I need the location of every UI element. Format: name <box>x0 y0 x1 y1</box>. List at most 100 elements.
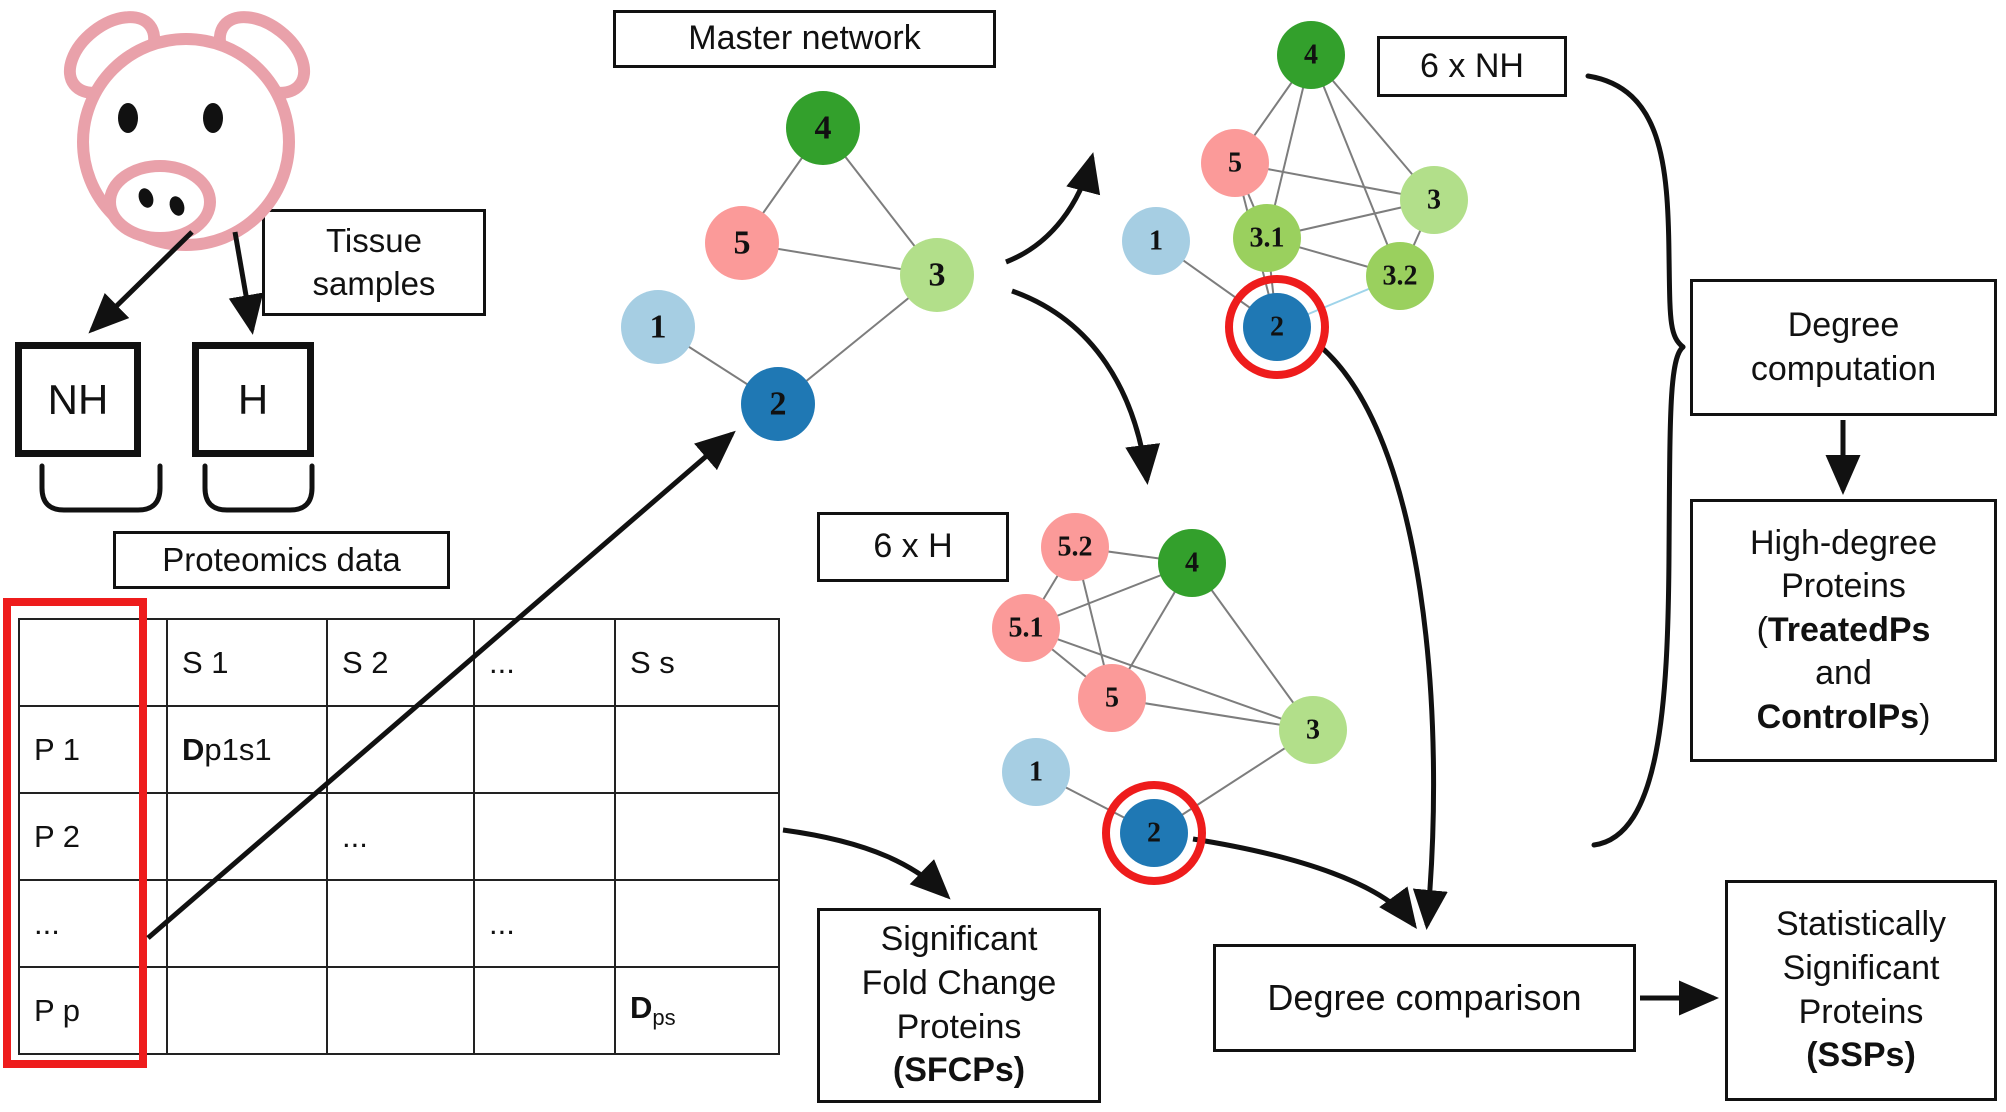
tissue-samples-box: Tissue samples <box>262 209 486 316</box>
svg-text:2: 2 <box>770 386 787 423</box>
svg-text:3: 3 <box>1306 715 1320 746</box>
high-degree-line1: High-degree <box>1749 523 1938 562</box>
master-network-label: Master network <box>613 10 996 68</box>
master-network: 4 5 3 1 2 <box>621 91 974 441</box>
arrow-pig-to-h <box>228 231 264 335</box>
arrow-master-to-h-network <box>1011 288 1161 485</box>
cell-p2s2-dots: ... <box>326 792 475 881</box>
h-node-4: 4 <box>1158 529 1226 597</box>
ssps-line2: Significant <box>1782 948 1940 987</box>
ssps-line1: Statistically <box>1775 905 1947 944</box>
table-header-s1: S 1 <box>166 618 328 707</box>
master-node-1: 1 <box>621 290 695 364</box>
svg-text:4: 4 <box>1304 40 1318 71</box>
arrow-h2-to-degree-comparison <box>1192 836 1417 930</box>
nh-node-2: 2 <box>1243 293 1311 361</box>
table-header-ss: S s <box>614 618 780 707</box>
sfcps-line3: Proteins <box>896 1007 1022 1046</box>
svg-text:1: 1 <box>1029 757 1043 788</box>
master-node-5: 5 <box>705 206 779 280</box>
h-network-edges <box>1025 546 1314 834</box>
sfcps-box: Significant Fold Change Proteins (SFCPs) <box>817 908 1101 1103</box>
arrow-pig-to-nh <box>88 230 194 334</box>
h-network: 5.2 4 5.1 5 3 1 <box>992 513 1347 885</box>
svg-text:5: 5 <box>1105 683 1119 714</box>
tissue-samples-line2: samples <box>312 264 436 302</box>
h-node-5: 5 <box>1078 664 1146 732</box>
h-node-5-1: 5.1 <box>992 594 1060 662</box>
bracket-networks-top <box>1585 73 1686 350</box>
svg-text:1: 1 <box>1149 226 1163 257</box>
master-node-2: 2 <box>741 367 815 441</box>
degree-computation-line1: Degree <box>1787 305 1900 344</box>
high-degree-line5: ControlPs) <box>1756 697 1931 736</box>
high-degree-line3: (TreatedPs <box>1756 610 1931 649</box>
nh-node-4: 4 <box>1277 21 1345 89</box>
brace-under-nh <box>39 463 163 513</box>
sfcps-line1: Significant <box>880 920 1038 959</box>
nh-node-2-red-ring <box>1225 275 1329 379</box>
red-highlight-rect <box>3 598 147 1068</box>
h-node-3: 3 <box>1279 696 1347 764</box>
pig-left-nostril <box>138 188 154 208</box>
svg-text:5.1: 5.1 <box>1009 613 1044 644</box>
svg-text:2: 2 <box>1147 818 1161 849</box>
cell-dots: ... <box>473 879 616 968</box>
high-degree-proteins-box: High-degree Proteins (TreatedPs and Cont… <box>1690 499 1997 762</box>
svg-text:5: 5 <box>734 225 751 262</box>
pig-left-ear <box>63 11 161 99</box>
pig-right-eye <box>203 103 223 133</box>
master-network-edges <box>657 127 938 405</box>
pig-right-ear <box>213 11 311 99</box>
pig-head <box>77 33 295 251</box>
svg-text:3.1: 3.1 <box>1250 223 1285 254</box>
arrow-nh2-to-degree-comparison <box>1319 345 1448 930</box>
pig-left-eye <box>118 103 138 133</box>
svg-text:4: 4 <box>815 110 832 147</box>
pig-right-nostril <box>169 196 185 216</box>
brace-under-h <box>202 463 315 513</box>
degree-computation-box: Degree computation <box>1690 279 1997 416</box>
six-h-label: 6 x H <box>817 512 1009 582</box>
svg-text:3: 3 <box>929 257 946 294</box>
high-degree-line2: Proteins <box>1781 567 1906 606</box>
svg-text:1: 1 <box>650 309 667 346</box>
h-node-2-red-ring <box>1102 781 1206 885</box>
nh-box: NH <box>15 342 141 457</box>
ssps-acronym: (SSPs) <box>1806 1036 1916 1075</box>
bracket-networks-bottom <box>1591 344 1686 848</box>
arrow-master-to-nh-network <box>1005 152 1101 265</box>
nh-node-5: 5 <box>1201 129 1269 197</box>
sfcps-line2: Fold Change <box>861 963 1057 1002</box>
cell-dps: Dps <box>614 966 780 1055</box>
cell-dp1s1: Dp1s1 <box>166 705 328 794</box>
svg-text:2: 2 <box>1270 312 1284 343</box>
table-row: P p Dps <box>18 966 780 1055</box>
table-header-s2: S 2 <box>326 618 475 707</box>
nh-node-3: 3 <box>1400 166 1468 234</box>
proteomics-data-label: Proteomics data <box>113 531 450 589</box>
arrow-table-to-sfcps <box>782 827 951 900</box>
six-nh-label: 6 x NH <box>1377 36 1567 97</box>
master-node-4: 4 <box>786 91 860 165</box>
h-node-1: 1 <box>1002 738 1070 806</box>
svg-text:3: 3 <box>1427 185 1441 216</box>
degree-comparison-box: Degree comparison <box>1213 944 1636 1052</box>
table-header-dots: ... <box>473 618 616 707</box>
degree-computation-line2: computation <box>1750 349 1937 388</box>
pig-snout <box>104 160 216 244</box>
nh-node-1: 1 <box>1122 207 1190 275</box>
ssps-line3: Proteins <box>1798 992 1924 1031</box>
svg-text:3.2: 3.2 <box>1383 261 1418 292</box>
nh-node-3-1: 3.1 <box>1233 204 1301 272</box>
h-node-5-2: 5.2 <box>1041 513 1109 581</box>
h-box: H <box>192 342 314 457</box>
tissue-samples-line1: Tissue <box>326 222 422 260</box>
h-node-2: 2 <box>1120 799 1188 867</box>
sfcps-acronym: (SFCPs) <box>892 1051 1026 1090</box>
svg-text:4: 4 <box>1185 548 1199 579</box>
ssps-box: Statistically Significant Proteins (SSPs… <box>1725 880 1997 1101</box>
svg-text:5.2: 5.2 <box>1058 532 1093 563</box>
nh-node-3-2: 3.2 <box>1366 242 1434 310</box>
